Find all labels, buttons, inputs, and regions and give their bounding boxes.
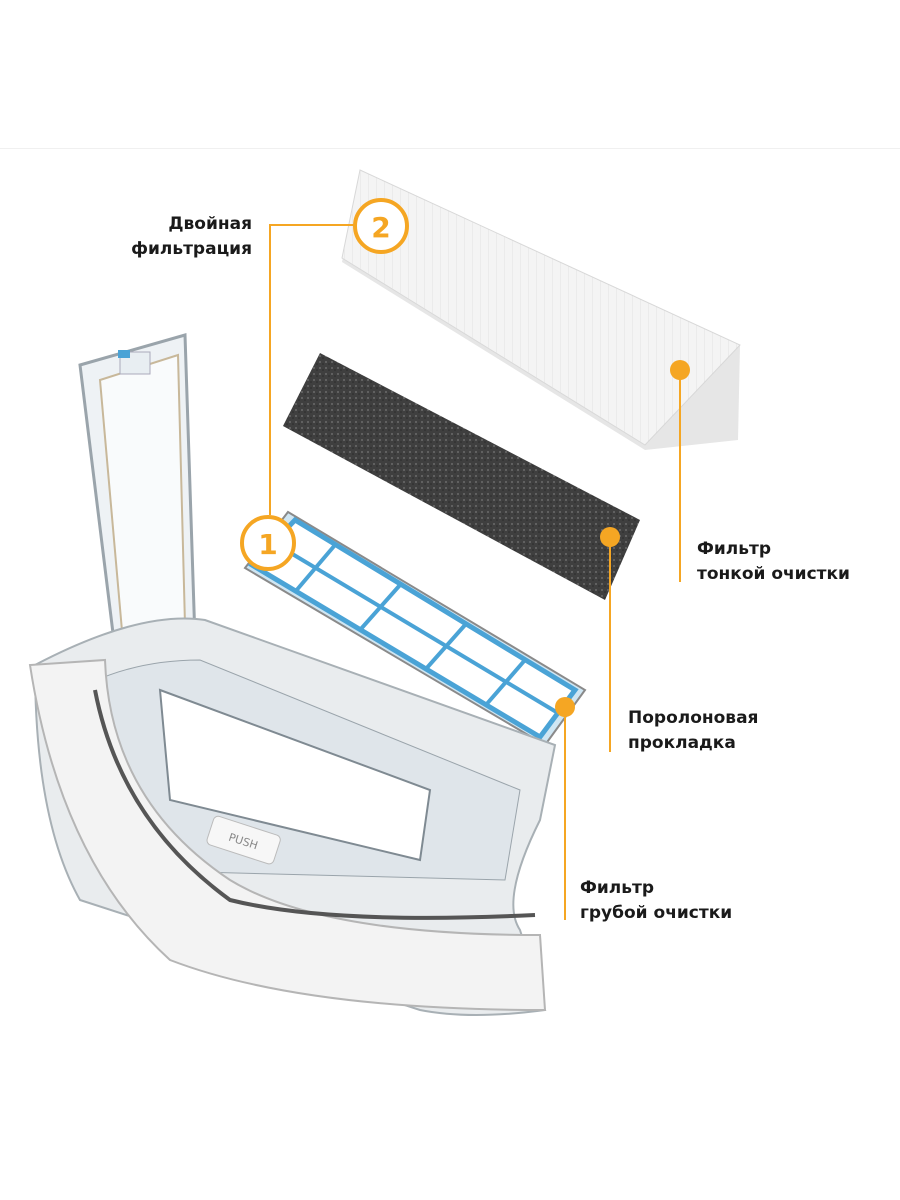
label-line: Поролоновая <box>628 708 759 728</box>
coarse-filter-marker-dot <box>555 697 575 717</box>
label-line: грубой очистки <box>580 903 733 923</box>
callout-lines <box>269 224 681 920</box>
label-line: Двойная <box>168 214 252 234</box>
label-line: прокладка <box>628 733 736 753</box>
label-line: Фильтр <box>580 878 654 898</box>
label-fine-filter: Фильтр тонкой очистки <box>697 537 850 587</box>
divider <box>0 148 900 149</box>
foam-pad-image <box>283 353 640 600</box>
label-line: Фильтр <box>697 539 771 559</box>
dust-bin-image: PUSH <box>28 333 557 1016</box>
badge-1-number: 1 <box>258 528 277 561</box>
label-line: тонкой очистки <box>697 564 850 584</box>
coarse-filter-image <box>243 510 587 747</box>
label-foam-pad: Поролоновая прокладка <box>628 706 758 756</box>
label-line: фильтрация <box>131 239 252 259</box>
badge-2-number: 2 <box>371 211 390 244</box>
badge-2: 2 <box>353 198 409 254</box>
badge-1: 1 <box>240 515 296 571</box>
label-double-filtration: Двойная фильтрация <box>131 212 252 262</box>
fine-filter-marker-dot <box>670 360 690 380</box>
fine-filter-image <box>341 169 741 450</box>
label-coarse-filter: Фильтр грубой очистки <box>580 876 732 926</box>
foam-pad-marker-dot <box>600 527 620 547</box>
push-button[interactable] <box>206 815 282 865</box>
